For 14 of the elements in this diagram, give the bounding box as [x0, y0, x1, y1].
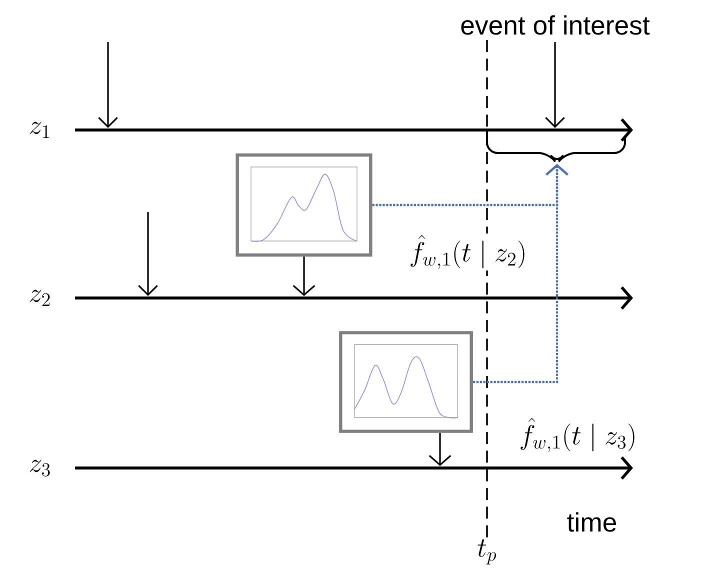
dotted-arrow — [472, 164, 568, 384]
math-label: $t_p$ — [476, 538, 498, 566]
brace — [486, 130, 626, 163]
math-label: $z_1$ — [27, 120, 53, 140]
density-plot-drawing — [339, 331, 473, 433]
math-label: $\hat{f}_{w,1}(t \mid z_3)$ — [518, 416, 638, 454]
text-label: time — [567, 512, 616, 532]
arrow — [428, 432, 452, 466]
math-label: $\hat{f}_{w,1}(t \mid z_2)$ — [408, 233, 528, 271]
density-plot-drawing — [236, 153, 372, 257]
text-label: event of interest — [461, 15, 650, 35]
math-label: $z_2$ — [27, 288, 53, 308]
arrow — [292, 256, 316, 296]
math-label: $z_3$ — [27, 458, 53, 478]
